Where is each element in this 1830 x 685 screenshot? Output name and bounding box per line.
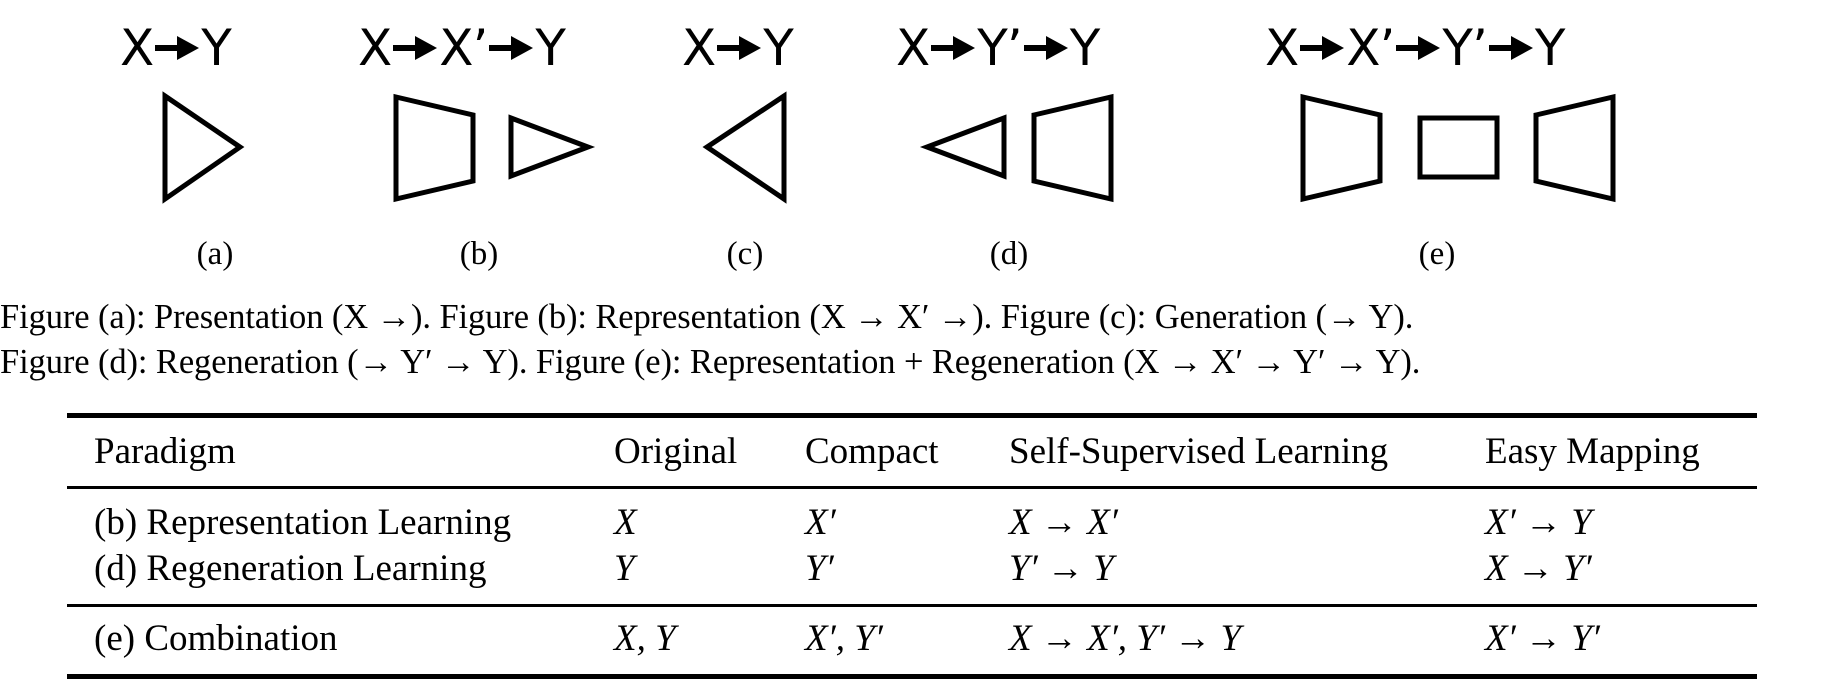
subfigure-label: (c) [726, 236, 764, 272]
subfigure-label: (e) [1418, 236, 1456, 272]
decoder-triangle-c [702, 91, 787, 204]
figure-caption-line-2: Figure (d): Regeneration (→ Y′ → Y). Fig… [0, 343, 1421, 381]
table-header-rule [67, 486, 1757, 489]
arrow-icon [717, 33, 762, 63]
table-cell: Y′ [805, 548, 834, 589]
flow-node: X [120, 19, 154, 77]
diagram-e-flow: X X’ Y’ Y [1265, 8, 1566, 88]
column-header: Self-Supervised Learning [1009, 431, 1389, 472]
flow-node: X [358, 19, 392, 77]
column-header: Original [614, 431, 738, 472]
subfigure-label: (a) [196, 236, 234, 272]
table-cell: (e) Combination [94, 618, 338, 659]
subfigure-label: (d) [989, 236, 1029, 272]
decoder-trapezoid-d [1031, 93, 1114, 203]
table-top-rule [67, 413, 1757, 418]
flow-node: Y [535, 19, 566, 77]
arrow-icon [393, 33, 438, 63]
encoder-trapezoid-e [1300, 93, 1383, 203]
small-triangle-b [508, 114, 596, 180]
table-cell: X, Y [614, 618, 676, 659]
flow-node: Y [763, 19, 794, 77]
arrow-icon [931, 33, 976, 63]
table-cell: X′, Y′ [805, 618, 883, 659]
diagram-d-flow: X Y’ Y [896, 8, 1101, 88]
table-cell: Y′ → Y [1009, 548, 1114, 589]
table-cell: X → X′ [1009, 502, 1118, 543]
encoder-trapezoid-b [393, 93, 476, 203]
diagram-b-flow: X X’ Y [358, 8, 566, 88]
flow-node: X’ [1346, 19, 1395, 77]
flow-node: Y’ [977, 19, 1022, 77]
table-cell: X [614, 502, 637, 543]
figure-caption-line-1: Figure (a): Presentation (X →). Figure (… [0, 298, 1414, 336]
flow-node: Y [201, 19, 232, 77]
table-cell: (d) Regeneration Learning [94, 548, 487, 589]
latent-rectangle-e [1417, 115, 1500, 180]
flow-node: X’ [439, 19, 488, 77]
arrow-icon [489, 33, 534, 63]
table-cell: X → Y′ [1485, 548, 1592, 589]
arrow-icon [1396, 33, 1441, 63]
arrow-icon [1300, 33, 1345, 63]
arrow-icon [1023, 33, 1068, 63]
diagram-c-flow: X Y [682, 8, 794, 88]
flow-node: Y [1069, 19, 1101, 77]
table-mid-rule [67, 604, 1757, 607]
flow-node: X [1265, 19, 1299, 77]
decoder-trapezoid-e [1533, 93, 1616, 203]
diagram-a-flow: X Y [120, 8, 232, 88]
table-cell: X′ → Y [1485, 502, 1592, 543]
table-cell: X′ → Y′ [1485, 618, 1600, 659]
table-cell: X′ [805, 502, 836, 543]
flow-node: Y [1534, 19, 1566, 77]
table-cell: (b) Representation Learning [94, 502, 512, 543]
flow-node: X [682, 19, 716, 77]
small-triangle-d [919, 114, 1007, 180]
column-header: Easy Mapping [1485, 431, 1700, 472]
column-header: Paradigm [94, 431, 236, 472]
flow-node: Y’ [1442, 19, 1487, 77]
table-bottom-rule [67, 674, 1757, 679]
table-cell: Y [614, 548, 635, 589]
arrow-icon [1488, 33, 1533, 63]
subfigure-label: (b) [459, 236, 499, 272]
flow-node: X [896, 19, 930, 77]
table-cell: X → X′, Y′ → Y [1009, 618, 1242, 659]
column-header: Compact [805, 431, 939, 472]
paradigm-shapes [162, 91, 1616, 204]
arrow-icon [155, 33, 200, 63]
encoder-triangle-a [162, 91, 245, 204]
